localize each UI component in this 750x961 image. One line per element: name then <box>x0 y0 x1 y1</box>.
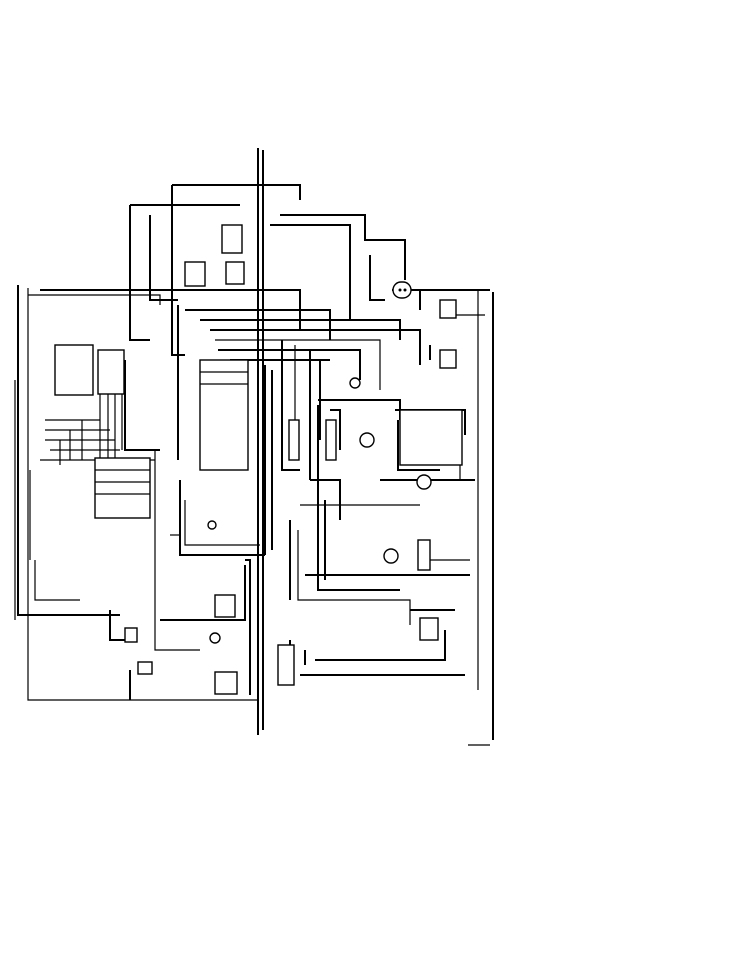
switch-box-3 <box>124 627 138 643</box>
plug-symbol <box>392 281 412 299</box>
right-relay-2 <box>439 349 457 369</box>
relay-box-1 <box>221 224 243 254</box>
thermostat <box>417 539 431 571</box>
switch-cluster <box>399 409 463 466</box>
wiring-harness <box>14 184 490 701</box>
switch-box-2 <box>214 671 238 695</box>
bus-lines <box>257 148 494 740</box>
terminal-strip <box>54 344 94 396</box>
motor-3 <box>383 548 399 564</box>
relay-box-2 <box>225 261 245 285</box>
timer-block <box>94 457 151 519</box>
right-relay-1 <box>439 299 457 319</box>
components <box>54 224 463 695</box>
switch-box-1 <box>214 594 236 618</box>
lamp-symbol <box>209 632 221 644</box>
sensor-symbol <box>207 520 217 530</box>
motor-1 <box>359 432 375 448</box>
element-1 <box>288 419 300 461</box>
element-2 <box>325 419 337 461</box>
right-relay-3 <box>419 617 439 641</box>
control-board <box>199 359 249 471</box>
motor-2 <box>416 474 432 490</box>
relay-box-3 <box>184 261 206 287</box>
bottom-terminal <box>277 644 295 686</box>
terminal-strip-2 <box>97 349 125 395</box>
motor-4 <box>349 377 361 389</box>
switch-box-4 <box>137 661 153 675</box>
